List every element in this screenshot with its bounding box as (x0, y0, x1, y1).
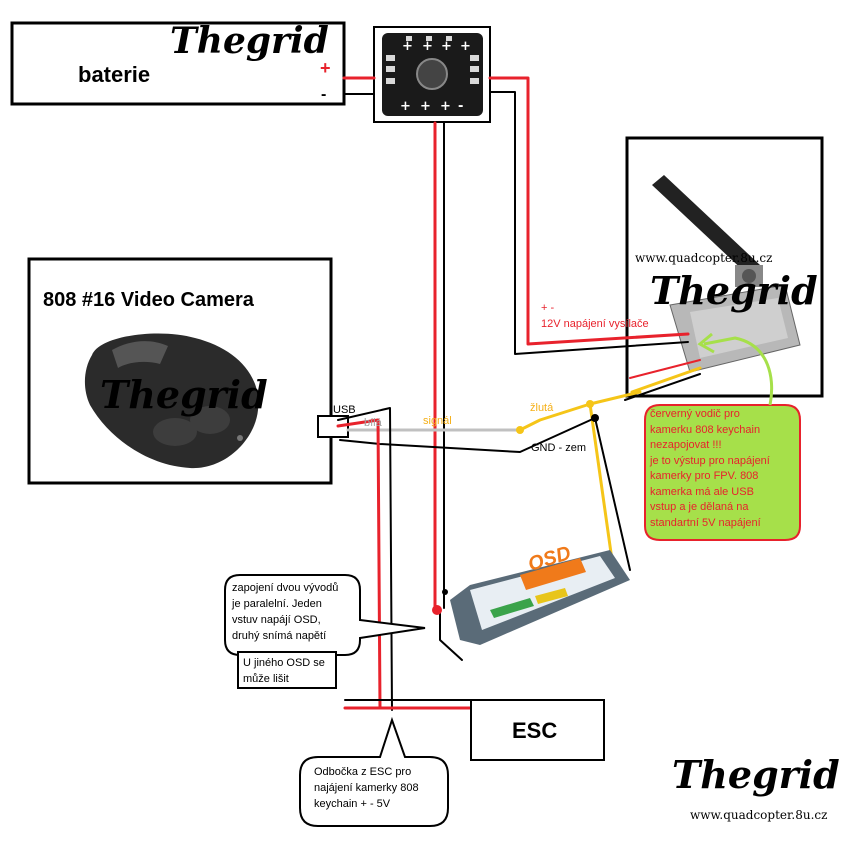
parallel-note-bubble (224, 574, 426, 656)
battery-minus: - (321, 86, 327, 103)
brand-url-transmitter: www.quadcopter.8u.cz (635, 251, 773, 265)
wire-signal-label: signál (423, 415, 452, 427)
other-osd-note-line: U jiného OSD se (243, 657, 325, 669)
svg-text:+: + (441, 39, 452, 54)
green-note-line: kamerku 808 keychain (650, 423, 761, 436)
svg-text:+: + (402, 39, 413, 54)
other-osd-note-box (237, 651, 337, 689)
keychain-camera-image (84, 333, 259, 469)
parallel-note-line: vstuv napájí OSD, (232, 614, 321, 626)
green-note-line: kamerky pro FPV. 808 (650, 470, 759, 482)
tx-pm-label: + - (541, 302, 555, 314)
green-note-line: vstup a je dělaná na (650, 501, 749, 513)
other-osd-note-text: U jiného OSD se může lišit (243, 655, 325, 687)
power-distribution-board: ++++ +++- (373, 26, 491, 123)
camera-title: 808 #16 Video Camera (43, 289, 254, 311)
brand-logo-transmitter: Thegrid (650, 268, 818, 313)
esc-box (470, 699, 605, 761)
wire-gnd-label: GND - zem (531, 442, 586, 454)
video-transmitter-image (652, 175, 801, 373)
esc-branch-note-text: Odbočka z ESC pro najájení kamerky 808 k… (314, 764, 419, 812)
svg-text:+: + (422, 39, 433, 54)
esc-label: ESC (512, 718, 558, 743)
brand-logo-top: Thegrid (170, 20, 329, 62)
wire-yellow-label: žlutá (530, 402, 554, 414)
brand-logo-bottom: Thegrid (672, 752, 840, 797)
svg-text:+: + (440, 99, 451, 114)
brand-url-bottom: www.quadcopter.8u.cz (690, 808, 828, 822)
parallel-note-line: zapojení dvou vývodů (232, 582, 339, 594)
wire-white-label: bílá (364, 417, 382, 429)
svg-text:+: + (420, 99, 431, 114)
esc-branch-note-line: keychain + - 5V (314, 798, 391, 810)
green-pointer (703, 336, 774, 406)
parallel-note-text: zapojení dvou vývodů je paralelní. Jeden… (232, 580, 338, 644)
svg-text:+: + (460, 39, 471, 54)
green-note-line: červerný vodič pro (650, 408, 740, 420)
parallel-note-line: je paralelní. Jeden (232, 598, 322, 610)
other-osd-note-line: může lišit (243, 673, 289, 685)
green-note-text: červerný vodič pro kamerku 808 keychain … (650, 407, 800, 531)
battery-box (10, 21, 346, 106)
green-callout (644, 404, 801, 541)
green-note-line: je to výstup pro napájení (650, 454, 770, 467)
svg-text:+: + (400, 99, 411, 114)
parallel-note-line: druhý snímá napětí (232, 630, 327, 642)
junction-dots (432, 400, 599, 615)
green-note-line: standartní 5V napájení (650, 516, 761, 529)
esc-branch-note-bubble (299, 716, 449, 827)
tx-12v-label: 12V napájení vysílače (541, 318, 649, 330)
green-note-line: nezapojovat !!! (650, 439, 722, 451)
osd-board-image (450, 550, 630, 645)
esc-branch-note-line: najájení kamerky 808 (314, 782, 419, 794)
battery-label: baterie (78, 62, 151, 87)
battery-plus: + (320, 58, 331, 78)
usb-label: USB (333, 404, 356, 416)
esc-branch-note-line: Odbočka z ESC pro (314, 766, 412, 778)
svg-text:-: - (458, 99, 463, 114)
usb-connector (317, 415, 349, 438)
brand-logo-camera: Thegrid (100, 372, 268, 417)
green-note-line: kamerka má ale USB (650, 485, 754, 498)
